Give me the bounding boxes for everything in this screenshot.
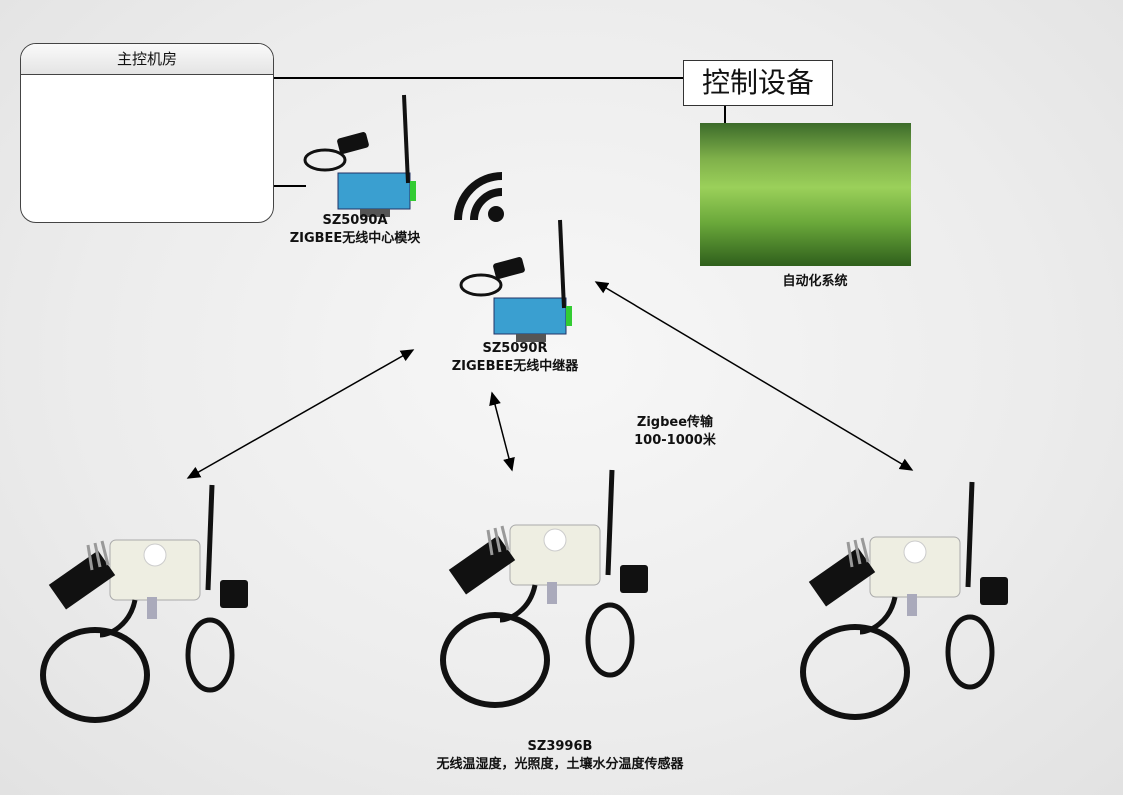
gateway-caption: SZ5090A ZIGBEE无线中心模块: [270, 212, 440, 248]
sensor-model: SZ3996B: [527, 739, 593, 754]
sensor-device-icon: [43, 485, 248, 720]
sensor-caption: SZ3996B 无线温湿度，光照度，土壤水分温度传感器: [360, 738, 760, 774]
automation-caption: 自动化系统: [782, 274, 848, 289]
gateway-model: SZ5090A: [322, 213, 388, 228]
control-device-box: 控制设备: [683, 60, 833, 106]
repeater-name: ZIGEBEE无线中继器: [451, 359, 579, 374]
control-room-box: 主控机房: [20, 43, 274, 223]
transmission-note: Zigbee传输 100-1000米: [620, 414, 730, 450]
transmission-range: 100-1000米: [634, 433, 716, 448]
control-room-title: 主控机房: [21, 44, 273, 75]
repeater-caption: SZ5090R ZIGEBEE无线中继器: [430, 340, 600, 376]
wifi-icon: [454, 172, 504, 222]
transmission-protocol: Zigbee传输: [636, 415, 714, 430]
repeater-device-icon: [459, 218, 574, 344]
sensor-name: 无线温湿度，光照度，土壤水分温度传感器: [436, 757, 684, 772]
gateway-device-icon: [303, 93, 418, 219]
repeater-model: SZ5090R: [482, 341, 548, 356]
sensor-device-icon: [443, 470, 648, 705]
automation-irrigation-image: [700, 123, 911, 266]
gateway-name: ZIGBEE无线中心模块: [289, 231, 421, 246]
sensor-device-icon: [803, 482, 1008, 717]
